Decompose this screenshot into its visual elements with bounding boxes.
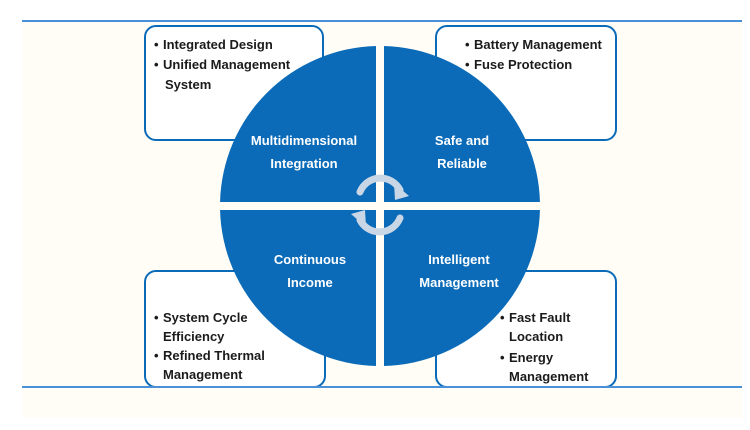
quadrant-top-left xyxy=(220,46,376,203)
quadrant-bottom-right xyxy=(384,210,540,366)
top-rule xyxy=(22,20,742,22)
quadrant-title-multidimensional-integration: Multidimensional Integration xyxy=(250,133,358,171)
quadrant-title-intelligent-management: Intelligent Management xyxy=(419,252,499,290)
quadrant-bottom-left xyxy=(220,210,376,366)
bullet-fuse-protection: Fuse Protection xyxy=(465,55,602,75)
quadrant-title-safe-and-reliable: Safe and Reliable xyxy=(434,133,490,171)
cycle-arrows-icon xyxy=(351,174,409,236)
quadrant-title-continuous-income: Continuous Income xyxy=(273,252,347,290)
diagram-background xyxy=(22,20,742,418)
bullet-unified-management-cont: System xyxy=(165,77,212,92)
quadrant-top-right xyxy=(384,46,540,203)
bullet-integrated-design: Integrated Design xyxy=(154,35,290,55)
bottom-rule xyxy=(22,386,742,388)
wheel-quadrants xyxy=(220,46,540,366)
bullet-battery-management: Battery Management xyxy=(465,35,602,55)
